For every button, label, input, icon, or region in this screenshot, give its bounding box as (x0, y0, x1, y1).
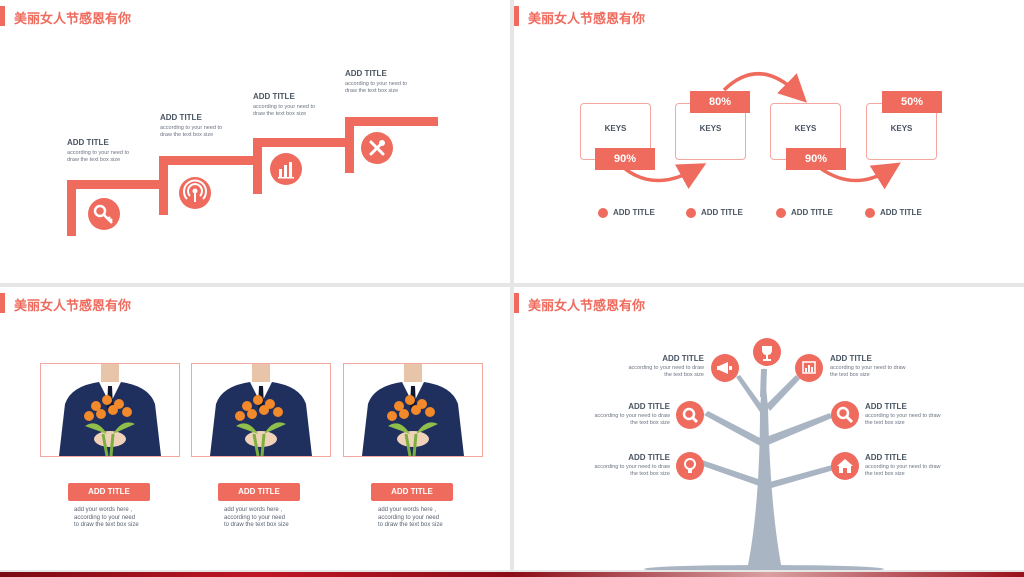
tree-item-left-2: ADD TITLE according to your need to draw… (594, 402, 670, 426)
bottom-banner-strip (0, 572, 1024, 577)
title-accent-bar (0, 293, 5, 313)
legend-item: ADD TITLE (776, 208, 833, 218)
search-icon (831, 401, 859, 429)
legend-item: ADD TITLE (865, 208, 922, 218)
step-heading: ADD TITLE (345, 69, 387, 78)
add-title-button[interactable]: ADD TITLE (218, 483, 300, 501)
tree-graphic (644, 367, 884, 570)
slide-staircase: 美丽女人节感恩有你 ADD TITLE according to your ne… (0, 0, 510, 283)
photo-man-with-tulips (40, 363, 180, 457)
card-text: add your words here ,according to your n… (74, 507, 139, 528)
slide-keys: 美丽女人节感恩有你 KEYS KEYS KEYS KEYS 90% 80% 90… (514, 0, 1024, 283)
bar-chart-icon (270, 153, 302, 185)
legend-dot (598, 208, 608, 218)
key-icon (88, 198, 120, 230)
legend-dot (865, 208, 875, 218)
step-heading: ADD TITLE (253, 92, 295, 101)
add-title-button[interactable]: ADD TITLE (371, 483, 453, 501)
lightbulb-icon (676, 452, 704, 480)
slide-title: 美丽女人节感恩有你 (528, 298, 646, 313)
add-title-button[interactable]: ADD TITLE (68, 483, 150, 501)
percent-badge: 80% (690, 91, 750, 113)
legend-item: ADD TITLE (598, 208, 655, 218)
slide-photos: 美丽女人节感恩有你 (0, 287, 510, 570)
percent-badge: 50% (882, 91, 942, 113)
slide-title: 美丽女人节感恩有你 (14, 298, 132, 313)
step-heading: ADD TITLE (67, 138, 109, 147)
percent-badge: 90% (595, 148, 655, 170)
slide-tree: 美丽女人节感恩有你 ADD TITLE according to your ne… (514, 287, 1024, 570)
title-accent-bar (0, 6, 5, 26)
megaphone-icon (711, 354, 739, 382)
tools-icon (361, 132, 393, 164)
photo-man-with-tulips (191, 363, 331, 457)
card-text: add your words here ,according to your n… (224, 507, 289, 528)
broadcast-icon (179, 177, 211, 209)
tree-item-left-3: ADD TITLE according to your need to draw… (594, 453, 670, 477)
legend-dot (686, 208, 696, 218)
photo-man-with-tulips (343, 363, 483, 457)
magnify-gear-icon (676, 401, 704, 429)
slide-title: 美丽女人节感恩有你 (14, 11, 132, 26)
title-accent-bar (514, 6, 519, 26)
home-icon (831, 452, 859, 480)
legend-item: ADD TITLE (686, 208, 743, 218)
legend-dot (776, 208, 786, 218)
slide-title: 美丽女人节感恩有你 (528, 11, 646, 26)
chart-board-icon (795, 354, 823, 382)
step-heading: ADD TITLE (160, 113, 202, 122)
tree-item-right-3: ADD TITLE according to your need to draw… (865, 453, 941, 477)
keys-arrows (622, 72, 901, 190)
tree-item-left-1: ADD TITLE according to your need to draw… (628, 354, 704, 378)
tree-item-right-1: ADD TITLE according to your need to draw… (830, 354, 906, 378)
trophy-icon (753, 338, 781, 366)
percent-badge: 90% (786, 148, 846, 170)
tree-item-right-2: ADD TITLE according to your need to draw… (865, 402, 941, 426)
card-text: add your words here ,according to your n… (378, 507, 443, 528)
title-accent-bar (514, 293, 519, 313)
staircase-graphic (67, 117, 438, 236)
